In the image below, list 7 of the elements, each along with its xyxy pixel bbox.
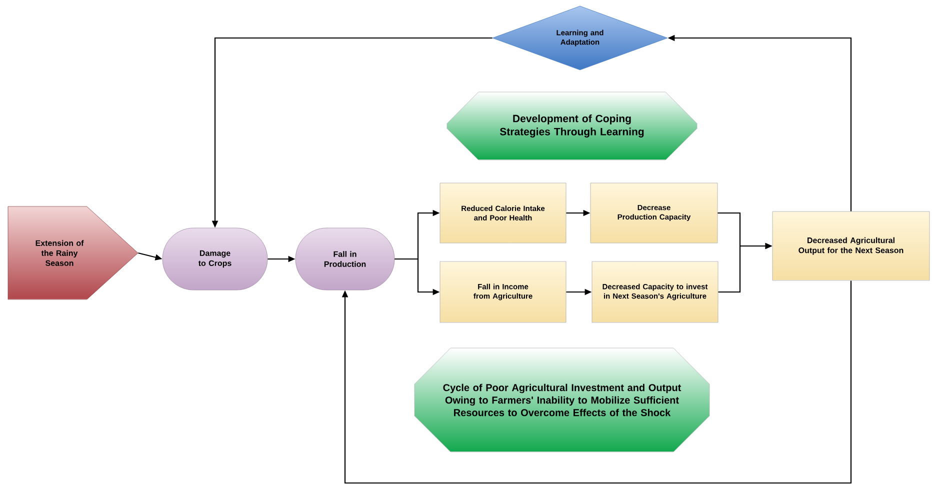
- rounded-box: Damage to Crops: [162, 228, 268, 290]
- process-box: Decreased Agricultural Output for the Next Season: [772, 211, 930, 281]
- octagon-box: Cycle of Poor Agricultural Investment and Output Owing to Farmers' Inability to Mobilize Sufficient Resources to Overcome Effects of the Shock: [414, 348, 710, 452]
- pentagon-arrow-box: Extension of the Rainy Season: [8, 206, 138, 300]
- octagon-box: Development of Coping Strategies Through Learning: [446, 92, 698, 160]
- rounded-box: Fall in Production: [295, 228, 395, 290]
- arrow: [342, 280, 852, 484]
